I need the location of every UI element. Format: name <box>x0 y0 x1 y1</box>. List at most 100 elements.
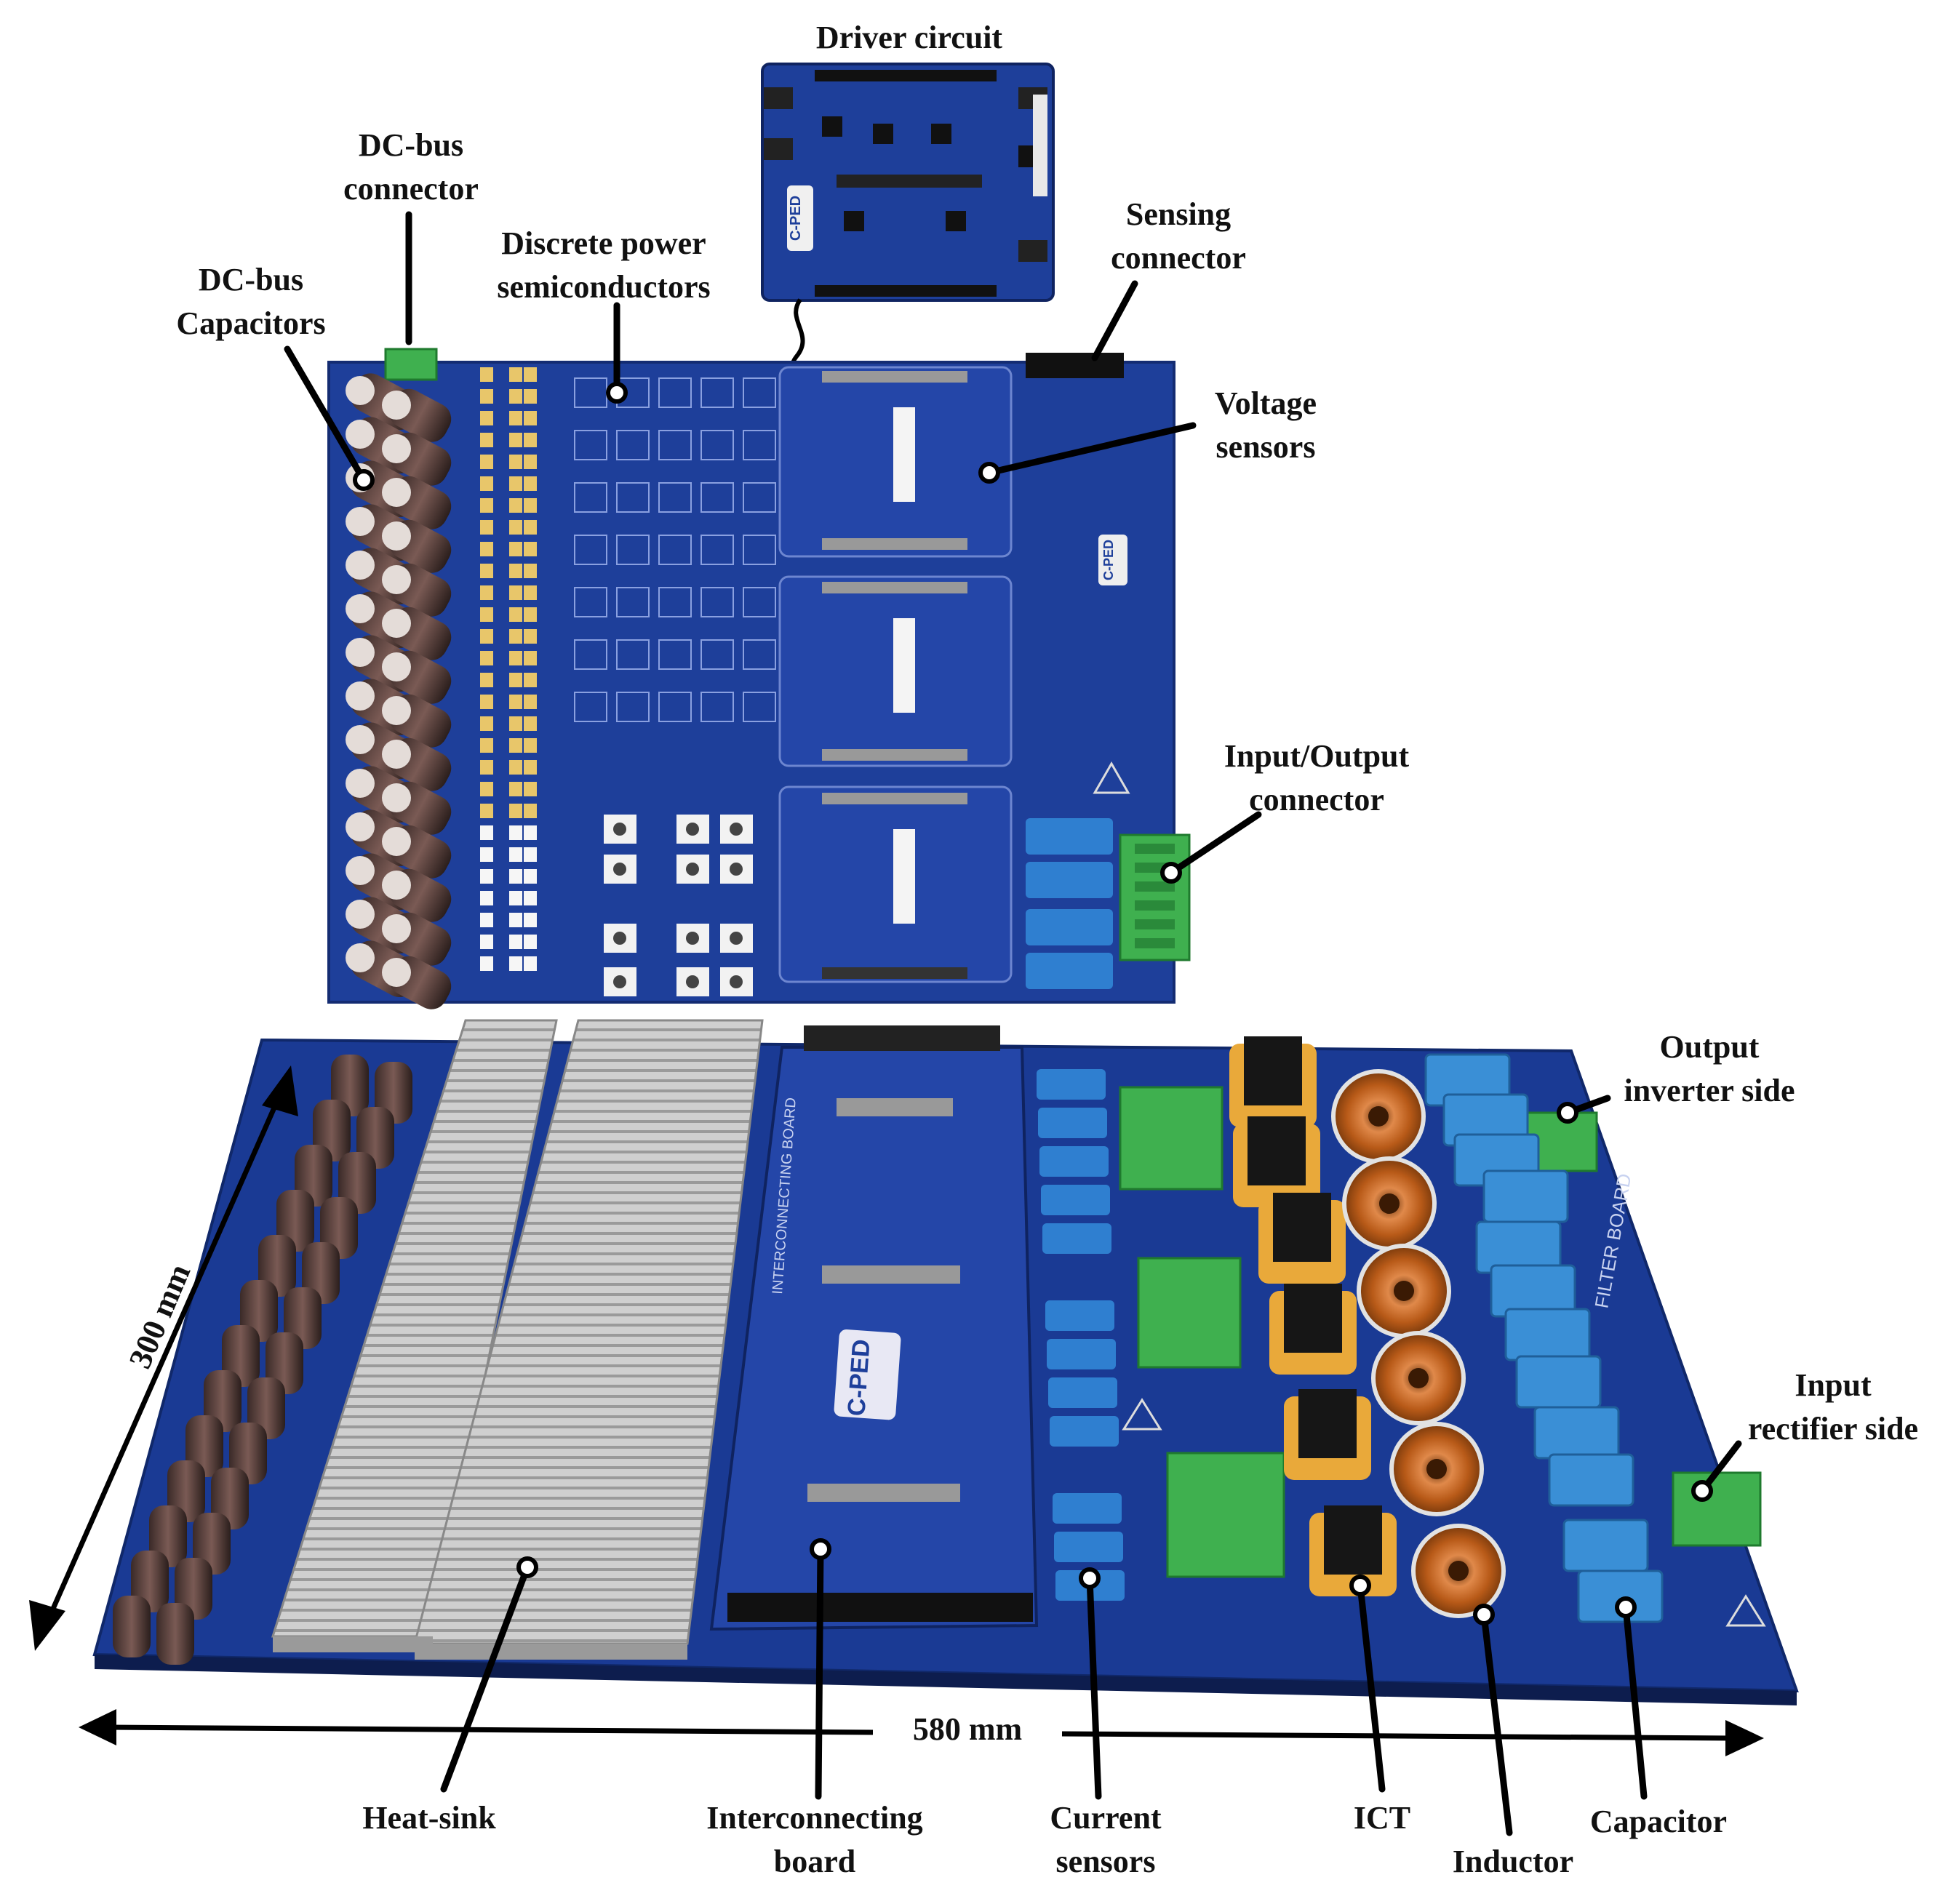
capacitor-top <box>382 652 411 681</box>
semiconductor-footprint <box>616 639 650 670</box>
pad <box>524 825 537 840</box>
pad <box>509 389 522 404</box>
semiconductor-footprint <box>616 482 650 513</box>
label-interconnecting-board: Interconnecting board <box>706 1800 923 1879</box>
pad <box>509 804 522 818</box>
filter-capacitor <box>1504 1308 1591 1361</box>
semiconductor-footprint <box>743 377 776 408</box>
semiconductor-footprint <box>743 639 776 670</box>
label-ict: ICT <box>1353 1800 1411 1836</box>
label-dc-bus-capacitors: DC-bus Capacitors <box>176 262 326 341</box>
pad <box>524 433 537 447</box>
capacitor-top <box>382 609 411 638</box>
pad <box>480 651 493 665</box>
semiconductor-footprint <box>658 377 692 408</box>
semiconductor-footprint <box>700 587 734 617</box>
pad <box>480 891 493 905</box>
semiconductor-footprint <box>616 430 650 460</box>
pad <box>524 498 537 513</box>
capacitor-top <box>382 783 411 812</box>
label-capacitor: Capacitor <box>1589 1804 1728 1839</box>
capacitor-top <box>382 958 411 987</box>
pad <box>480 847 493 862</box>
pad <box>480 913 493 927</box>
capacitor-top <box>382 521 411 551</box>
dc-bus-capacitor <box>156 1603 194 1665</box>
filter-capacitor <box>1577 1569 1664 1623</box>
pad <box>480 825 493 840</box>
semiconductor-footprint <box>658 692 692 722</box>
top-logo-text: C-PED <box>1101 540 1116 580</box>
pad <box>509 542 522 556</box>
to247-hole <box>730 823 743 836</box>
inductor-core <box>1368 1106 1389 1127</box>
inductor-core <box>1379 1193 1400 1214</box>
pad <box>524 804 537 818</box>
filter-capacitor <box>1482 1169 1569 1223</box>
connector-pin <box>1135 938 1175 948</box>
interconnecting-logo-text: C-PED <box>842 1338 875 1417</box>
pad <box>509 913 522 927</box>
dimension-300mm-arrow <box>29 1065 298 1651</box>
pad <box>480 389 493 404</box>
current-sensor <box>1053 1493 1122 1524</box>
capacitor-top <box>346 856 375 885</box>
capacitor-top <box>346 812 375 841</box>
pad <box>480 760 493 775</box>
semiconductor-footprint <box>574 482 607 513</box>
pad <box>509 935 522 949</box>
dimension-580mm-arrow <box>79 1709 1764 1756</box>
semiconductor-footprint <box>743 430 776 460</box>
semiconductor-footprint <box>616 587 650 617</box>
pad <box>509 585 522 600</box>
inductor-core <box>1448 1561 1469 1581</box>
semiconductor-footprint <box>658 587 692 617</box>
filter-capacitor <box>1515 1355 1602 1409</box>
inductor-core <box>1394 1281 1414 1301</box>
pad <box>524 411 537 425</box>
semiconductor-footprint <box>658 430 692 460</box>
semiconductor-footprint <box>700 430 734 460</box>
semiconductor-footprint <box>574 430 607 460</box>
to247-hole <box>686 823 699 836</box>
semiconductor-footprint <box>658 535 692 565</box>
pad <box>509 716 522 731</box>
pad <box>524 716 537 731</box>
semiconductor-footprint <box>700 377 734 408</box>
label-voltage-sensors: Voltage sensors <box>1214 385 1317 465</box>
capacitor-top <box>346 900 375 929</box>
pad <box>524 629 537 644</box>
pad <box>524 585 537 600</box>
pad <box>480 433 493 447</box>
to247-hole <box>613 932 626 945</box>
dc-bus-capacitor <box>113 1596 151 1657</box>
semiconductor-footprint <box>700 692 734 722</box>
pad <box>509 956 522 971</box>
pad <box>509 629 522 644</box>
semiconductor-footprint <box>574 639 607 670</box>
semiconductor-footprint <box>658 639 692 670</box>
capacitor-top <box>382 871 411 900</box>
pad <box>524 542 537 556</box>
capacitor-top <box>346 551 375 580</box>
pad <box>524 956 537 971</box>
label-current-sensors: Current sensors <box>1050 1800 1162 1879</box>
capacitor-top <box>382 391 411 420</box>
capacitor-top <box>346 507 375 536</box>
pad <box>480 542 493 556</box>
label-output-inverter-side: Output inverter side <box>1624 1029 1795 1108</box>
semiconductor-footprint <box>700 482 734 513</box>
pad <box>480 411 493 425</box>
pad <box>509 520 522 535</box>
capacitor-top <box>382 914 411 943</box>
pad <box>524 913 537 927</box>
capacitor-top <box>346 638 375 667</box>
connector-pin <box>1135 881 1175 892</box>
pad <box>480 476 493 491</box>
pad <box>509 738 522 753</box>
current-sensor <box>1047 1339 1116 1369</box>
current-sensor <box>1037 1069 1106 1100</box>
driver-logo-text: C-PED <box>788 196 804 241</box>
pad <box>524 564 537 578</box>
